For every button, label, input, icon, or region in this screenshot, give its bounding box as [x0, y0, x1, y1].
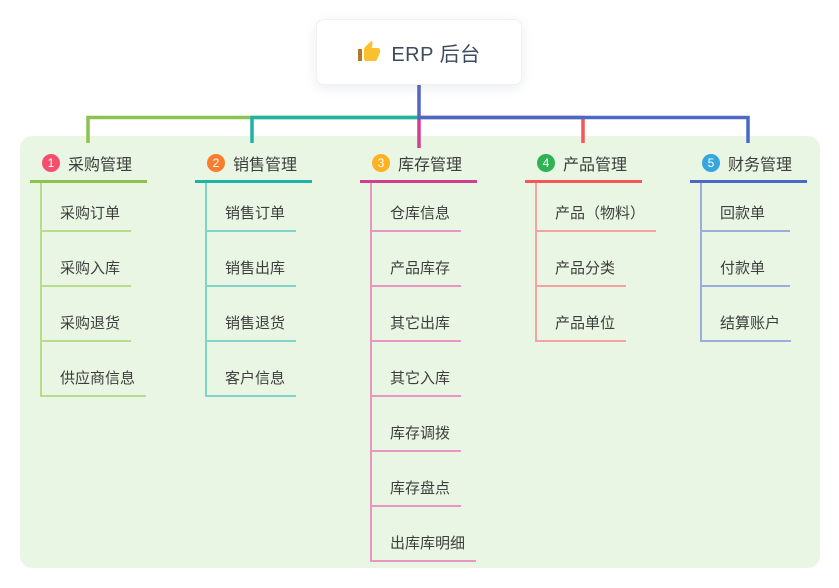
mindmap-node-label: 采购入库: [60, 260, 121, 277]
branch-title-label: 销售管理: [233, 157, 298, 174]
branch-number-badge: 4: [537, 154, 555, 172]
mindmap-node[interactable]: 产品单位: [537, 287, 627, 342]
branch-title-label: 财务管理: [728, 157, 793, 174]
mindmap-node-label: 库存调拨: [390, 425, 451, 442]
mindmap-node-label: 产品分类: [555, 260, 616, 277]
mindmap-panel: [20, 136, 820, 568]
branch-title-inventory[interactable]: 3 库存管理: [360, 136, 477, 183]
mindmap-node[interactable]: 出库库明细: [372, 507, 477, 562]
branch-number-badge: 1: [42, 154, 60, 172]
branch-inventory: 3 库存管理 仓库信息产品库存其它出库其它入库库存调拨库存盘点出库库明细: [360, 136, 520, 562]
mindmap-node-label: 客户信息: [225, 370, 286, 387]
branch-title-finance[interactable]: 5 财务管理: [690, 136, 807, 183]
mindmap-node-label: 销售订单: [225, 205, 286, 222]
mindmap-node[interactable]: 仓库信息: [372, 183, 462, 232]
mindmap-node[interactable]: 销售出库: [207, 232, 297, 287]
branch-items-sales: 销售订单销售出库销售退货客户信息: [205, 183, 355, 397]
branch-purchase: 1 采购管理 采购订单采购入库采购退货供应商信息: [30, 136, 190, 397]
mindmap-node-label: 销售退货: [225, 315, 286, 332]
mindmap-node-label: 产品（物料）: [555, 205, 646, 222]
branch-number-badge: 2: [207, 154, 225, 172]
mindmap-node-label: 出库库明细: [390, 535, 466, 552]
mindmap-node[interactable]: 其它入库: [372, 342, 462, 397]
mindmap-node-label: 回款单: [720, 205, 766, 222]
mindmap-node[interactable]: 产品（物料）: [537, 183, 657, 232]
branch-sales: 2 销售管理 销售订单销售出库销售退货客户信息: [195, 136, 355, 397]
branch-finance: 5 财务管理 回款单付款单结算账户: [690, 136, 839, 342]
mindmap-node[interactable]: 结算账户: [702, 287, 792, 342]
root-title: ERP 后台: [391, 43, 481, 66]
branch-items-product: 产品（物料） 产品分类产品单位: [535, 183, 685, 342]
mindmap-node[interactable]: 采购入库: [42, 232, 132, 287]
mindmap-node-label: 供应商信息: [60, 370, 136, 387]
mindmap-node-label: 采购订单: [60, 205, 121, 222]
mindmap-node-label: 结算账户: [720, 315, 781, 332]
mindmap-node-label: 产品库存: [390, 260, 451, 277]
branch-items-purchase: 采购订单采购入库采购退货供应商信息: [40, 183, 190, 397]
branch-title-label: 采购管理: [68, 157, 133, 174]
root-node[interactable]: ERP 后台: [316, 19, 522, 85]
mindmap-node[interactable]: 产品库存: [372, 232, 462, 287]
mindmap-node[interactable]: 其它出库: [372, 287, 462, 342]
mindmap-node[interactable]: 采购订单: [42, 183, 132, 232]
branch-items-finance: 回款单付款单结算账户: [700, 183, 839, 342]
mindmap-node[interactable]: 付款单: [702, 232, 790, 287]
mindmap-node-label: 仓库信息: [390, 205, 451, 222]
branch-title-label: 产品管理: [563, 157, 628, 174]
mindmap-node-label: 库存盘点: [390, 480, 451, 497]
mindmap-node-label: 其它入库: [390, 370, 451, 387]
mindmap-node-label: 其它出库: [390, 315, 451, 332]
branch-title-purchase[interactable]: 1 采购管理: [30, 136, 147, 183]
branch-title-sales[interactable]: 2 销售管理: [195, 136, 312, 183]
branch-product: 4 产品管理 产品（物料） 产品分类产品单位: [525, 136, 685, 342]
branch-title-product[interactable]: 4 产品管理: [525, 136, 642, 183]
thumbs-up-icon: [358, 41, 381, 61]
mindmap-node[interactable]: 采购退货: [42, 287, 132, 342]
mindmap-node[interactable]: 客户信息: [207, 342, 297, 397]
branch-items-inventory: 仓库信息产品库存其它出库其它入库库存调拨库存盘点出库库明细: [370, 183, 520, 562]
mindmap-node-label: 产品单位: [555, 315, 616, 332]
mindmap-node[interactable]: 回款单: [702, 183, 790, 232]
branch-number-badge: 3: [372, 154, 390, 172]
mindmap-node[interactable]: 库存调拨: [372, 397, 462, 452]
mindmap-node[interactable]: 库存盘点: [372, 452, 462, 507]
branch-number-badge: 5: [702, 154, 720, 172]
mindmap-node-label: 采购退货: [60, 315, 121, 332]
mindmap-node[interactable]: 销售退货: [207, 287, 297, 342]
mindmap-node[interactable]: 产品分类: [537, 232, 627, 287]
mindmap-node[interactable]: 销售订单: [207, 183, 297, 232]
branch-title-label: 库存管理: [398, 157, 463, 174]
mindmap-node-label: 销售出库: [225, 260, 286, 277]
mindmap-node-label: 付款单: [720, 260, 766, 277]
mindmap-node[interactable]: 供应商信息: [42, 342, 147, 397]
